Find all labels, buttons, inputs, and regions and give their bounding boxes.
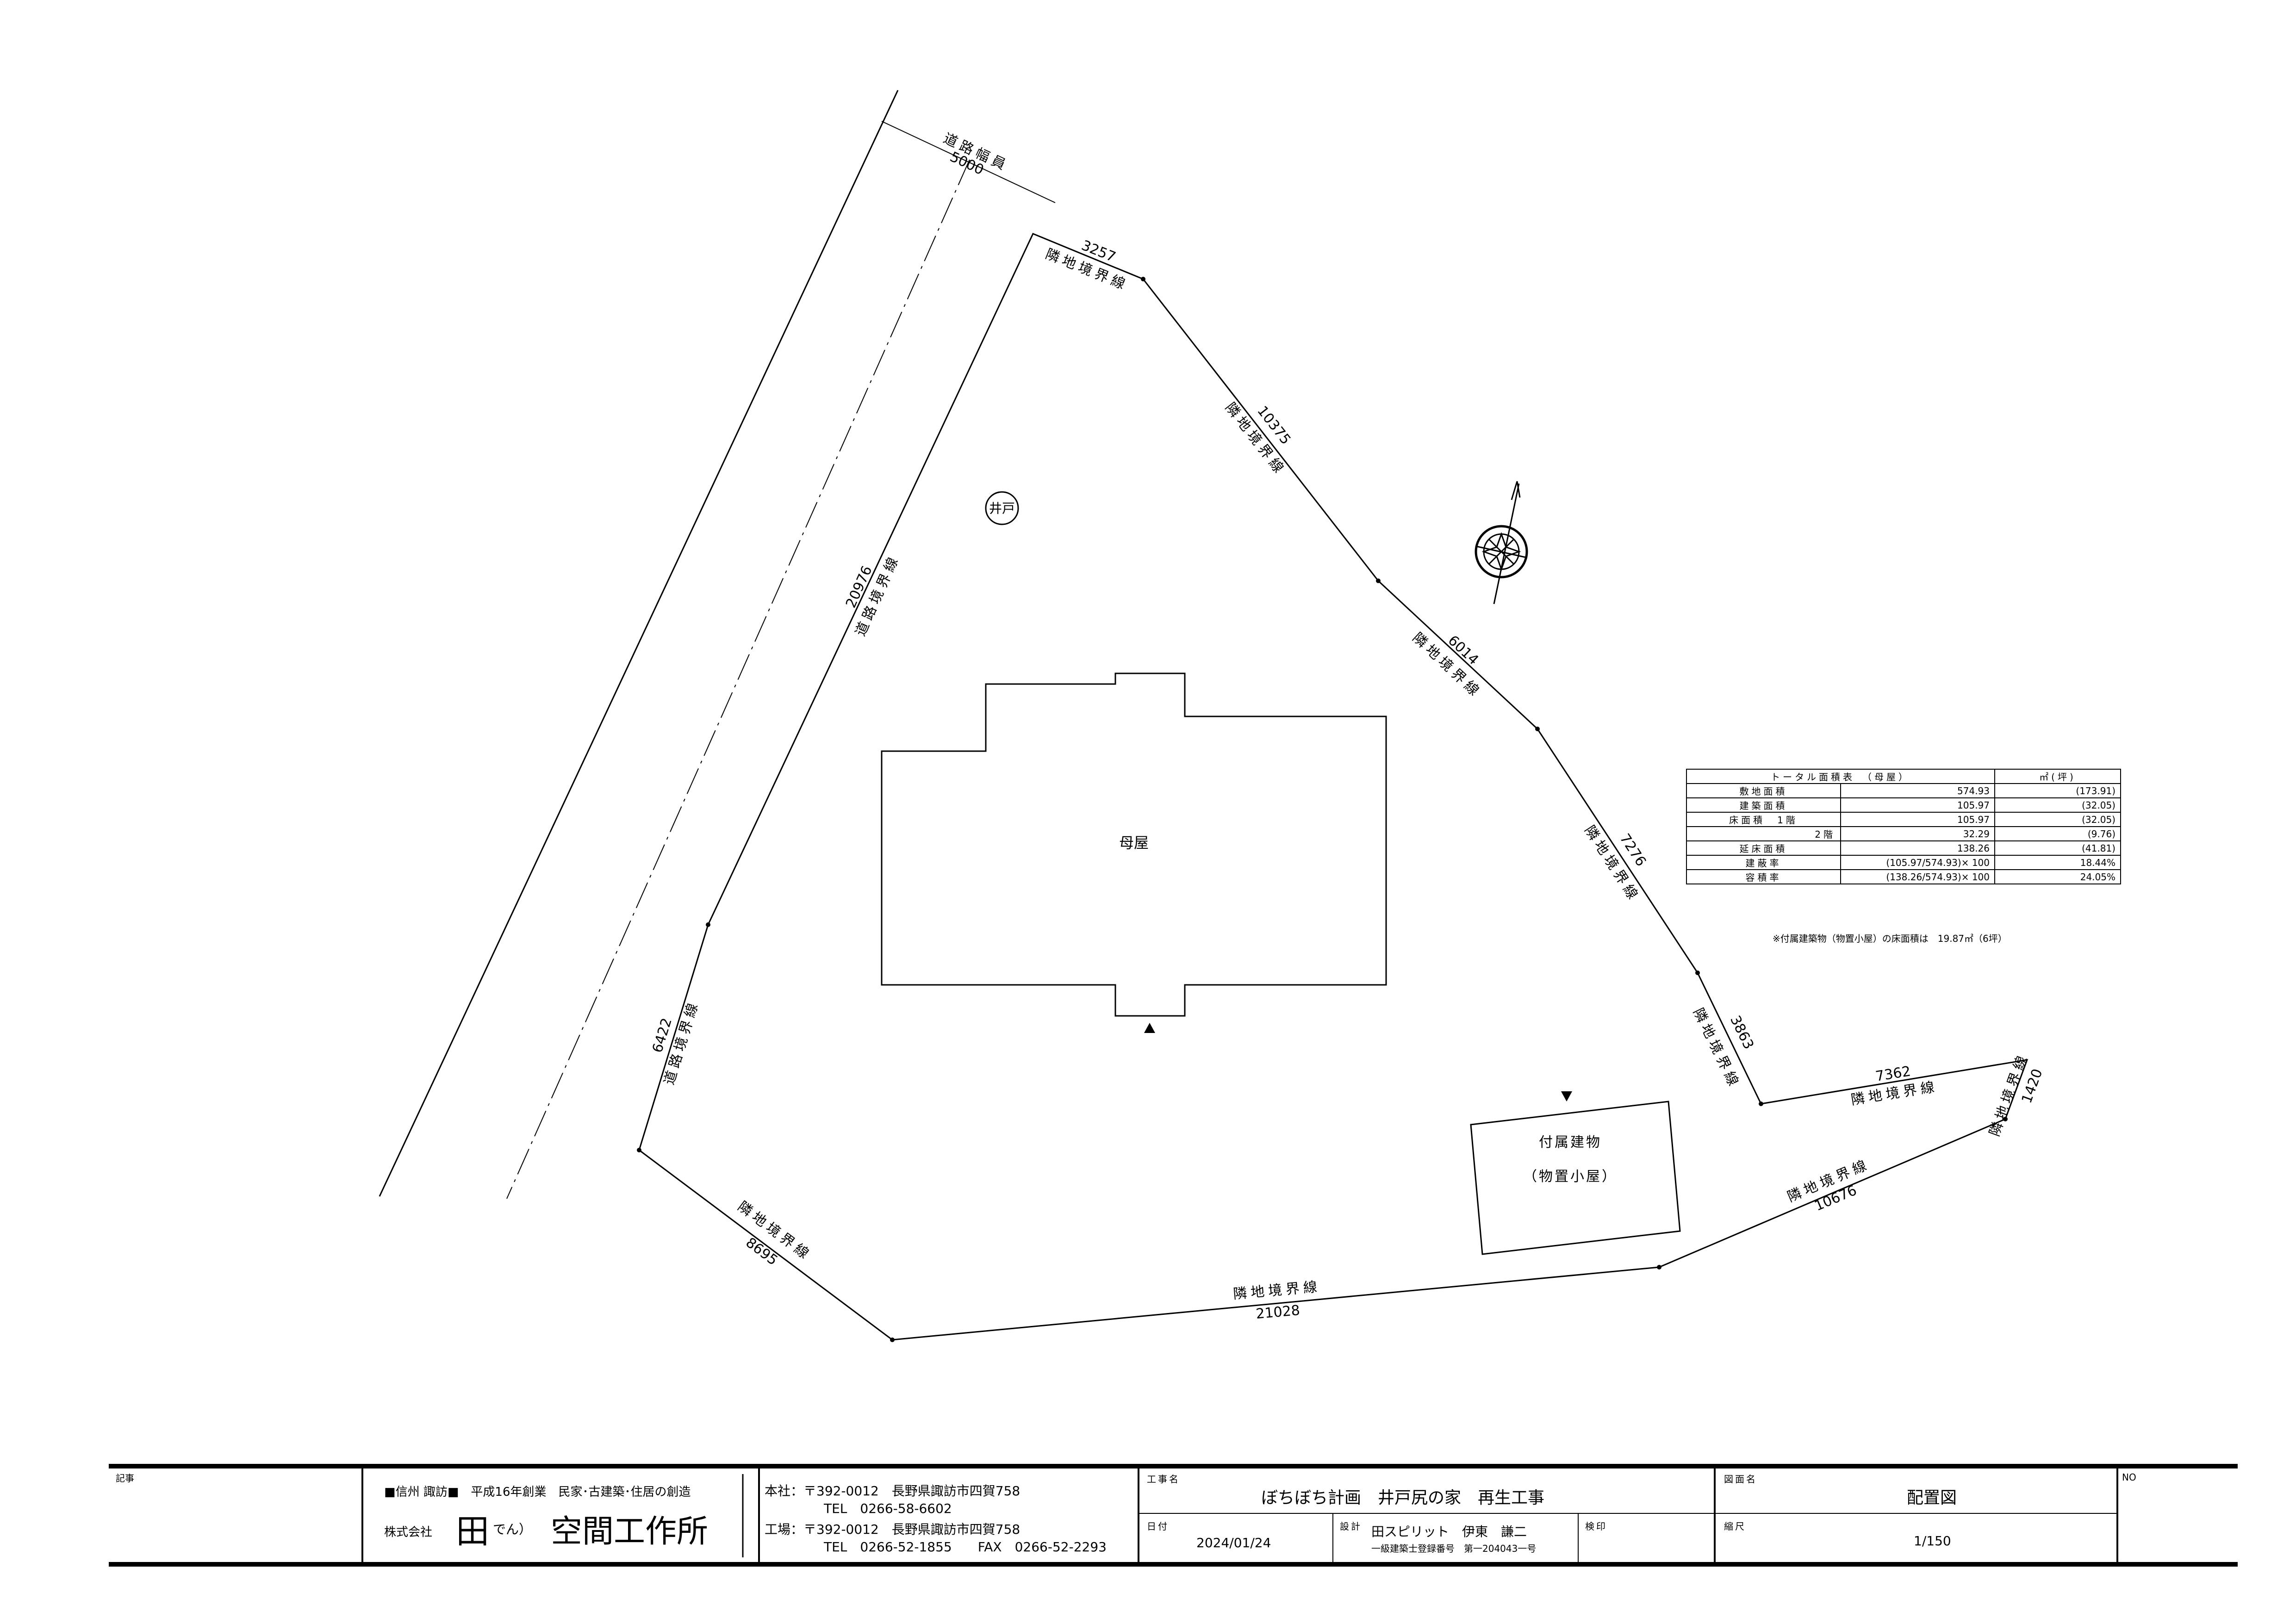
table-row: 建築面積 105.97 (32.05) bbox=[1686, 797, 2121, 813]
row-label: 床面積 1階 bbox=[1686, 812, 1841, 827]
annex-sub-label: （物置小屋） bbox=[1523, 1169, 1618, 1185]
company-mark: 田 bbox=[456, 1512, 490, 1551]
main-house-label: 母屋 bbox=[1119, 834, 1149, 852]
row-value: 105.97 bbox=[1840, 797, 1995, 813]
annex-outline bbox=[1470, 1101, 1681, 1255]
vertex bbox=[706, 922, 710, 927]
row-label: 敷地面積 bbox=[1686, 783, 1841, 798]
table-unit: ㎡(坪) bbox=[1994, 769, 2121, 784]
row-value: 105.97 bbox=[1840, 812, 1995, 827]
row-extra: 18.44% bbox=[1994, 855, 2121, 870]
row-value: 32.29 bbox=[1840, 826, 1995, 841]
scale-label: 縮尺 bbox=[1724, 1521, 1746, 1532]
vertex bbox=[1759, 1101, 1763, 1106]
edge-length: 21028 bbox=[1255, 1302, 1300, 1322]
date-value: 2024/01/24 bbox=[1196, 1535, 1271, 1550]
row-extra: (32.05) bbox=[1994, 812, 2121, 827]
title-block-frame bbox=[109, 1464, 2238, 1567]
notes-label: 記事 bbox=[116, 1473, 134, 1484]
well-label: 井戸 bbox=[989, 501, 1015, 516]
row-value: 574.93 bbox=[1840, 783, 1995, 798]
table-row: 容積率 (138.26/574.93)× 100 24.05% bbox=[1686, 869, 2121, 884]
company-prefix: 株式会社 bbox=[384, 1525, 433, 1539]
vertex bbox=[1695, 971, 1700, 975]
vertex bbox=[637, 1148, 641, 1152]
row-value: (105.97/574.93)× 100 bbox=[1840, 855, 1995, 870]
company-reading: でん） bbox=[493, 1522, 532, 1537]
row-label: 建蔽率 bbox=[1686, 855, 1841, 870]
scale-value: 1/150 bbox=[1914, 1533, 1951, 1549]
well-circle bbox=[985, 491, 1019, 525]
annex-label: 付属建物 bbox=[1539, 1134, 1602, 1151]
company-name: 空間工作所 bbox=[551, 1513, 709, 1550]
edge-length: 3863 bbox=[1727, 1013, 1757, 1052]
row-extra: (32.05) bbox=[1994, 797, 2121, 813]
table-row: 建蔽率 (105.97/574.93)× 100 18.44% bbox=[1686, 855, 2121, 870]
table-row: 2階 32.29 (9.76) bbox=[1686, 826, 2121, 841]
edge-length: 7362 bbox=[1874, 1063, 1912, 1085]
main-house: 母屋 bbox=[881, 672, 1387, 1033]
main-house-outline bbox=[881, 672, 1387, 1017]
edge-label: 隣地境界線 bbox=[1409, 629, 1485, 701]
office-phone: TEL 0266-58-6602 bbox=[824, 1501, 952, 1516]
road-width-dimension-line bbox=[881, 121, 1056, 203]
row-value: 138.26 bbox=[1840, 840, 1995, 856]
row-label: 延床面積 bbox=[1686, 840, 1841, 856]
road-outer-edge bbox=[379, 90, 899, 1197]
date-label: 日付 bbox=[1147, 1521, 1169, 1532]
project-label: 工事名 bbox=[1147, 1474, 1180, 1485]
check-label: 検印 bbox=[1585, 1521, 1607, 1532]
company-tagline: ■信州 諏訪■ 平成16年創業 民家･古建築･住居の創造 bbox=[384, 1485, 691, 1499]
north-arrow-icon bbox=[1475, 481, 1528, 604]
vertex bbox=[1376, 579, 1381, 583]
table-row: 延床面積 138.26 (41.81) bbox=[1686, 840, 2121, 856]
designer-name: 田スピリット 伊東 謙二 bbox=[1371, 1524, 1527, 1539]
area-note: ※付属建築物（物置小屋）の床面積は 19.87㎡（6坪） bbox=[1773, 933, 2007, 944]
row-label: 容積率 bbox=[1686, 869, 1841, 884]
vertex bbox=[2003, 1117, 2008, 1121]
factory-address: 工場：〒392-0012 長野県諏訪市四賀758 bbox=[765, 1522, 1020, 1537]
boundary-vertices bbox=[637, 277, 2008, 1342]
drawing-label: 図面名 bbox=[1724, 1474, 1757, 1485]
vertex bbox=[1141, 277, 1145, 281]
registration-number: 一級建築士登録番号 第一204043一号 bbox=[1371, 1543, 1537, 1554]
vertex bbox=[1657, 1265, 1661, 1269]
annex-entrance-marker-icon bbox=[1561, 1091, 1572, 1101]
design-label: 設計 bbox=[1340, 1521, 1362, 1532]
edge-label: 隣地境界線 bbox=[1232, 1279, 1321, 1302]
row-label: 2階 bbox=[1686, 826, 1841, 841]
area-summary-table: トータル面積表 （母屋） ㎡(坪) 敷地面積 574.93 (173.91) 建… bbox=[1686, 769, 2121, 884]
row-extra: (41.81) bbox=[1994, 840, 2121, 856]
road: 道路幅員 5000 bbox=[379, 90, 1056, 1199]
office-address: 本社：〒392-0012 長野県諏訪市四賀758 bbox=[765, 1483, 1020, 1499]
road-center-line bbox=[506, 159, 970, 1199]
row-extra: 24.05% bbox=[1994, 869, 2121, 884]
row-label: 建築面積 bbox=[1686, 797, 1841, 813]
well-symbol: 井戸 bbox=[985, 491, 1019, 525]
vertex bbox=[890, 1338, 895, 1342]
table-title: トータル面積表 （母屋） bbox=[1686, 769, 1995, 784]
table-row: 敷地面積 574.93 (173.91) bbox=[1686, 783, 2121, 798]
project-name: ぼちぼち計画 井戸尻の家 再生工事 bbox=[1261, 1488, 1545, 1507]
annex-building: 付属建物 （物置小屋） bbox=[1470, 1091, 1681, 1255]
factory-phone-fax: TEL 0266-52-1855 FAX 0266-52-2293 bbox=[824, 1539, 1107, 1555]
table-header-row: トータル面積表 （母屋） ㎡(坪) bbox=[1686, 769, 2121, 784]
edge-label: 隣地境界線 bbox=[1850, 1078, 1939, 1108]
table-row: 床面積 1階 105.97 (32.05) bbox=[1686, 812, 2121, 827]
drawing-name: 配置図 bbox=[1907, 1488, 1957, 1507]
row-extra: (9.76) bbox=[1994, 826, 2121, 841]
vertex bbox=[1535, 727, 1540, 731]
entrance-marker-icon bbox=[1144, 1023, 1155, 1033]
row-value: (138.26/574.93)× 100 bbox=[1840, 869, 1995, 884]
sheet-number-label: NO bbox=[2122, 1472, 2136, 1483]
row-extra: (173.91) bbox=[1994, 783, 2121, 798]
